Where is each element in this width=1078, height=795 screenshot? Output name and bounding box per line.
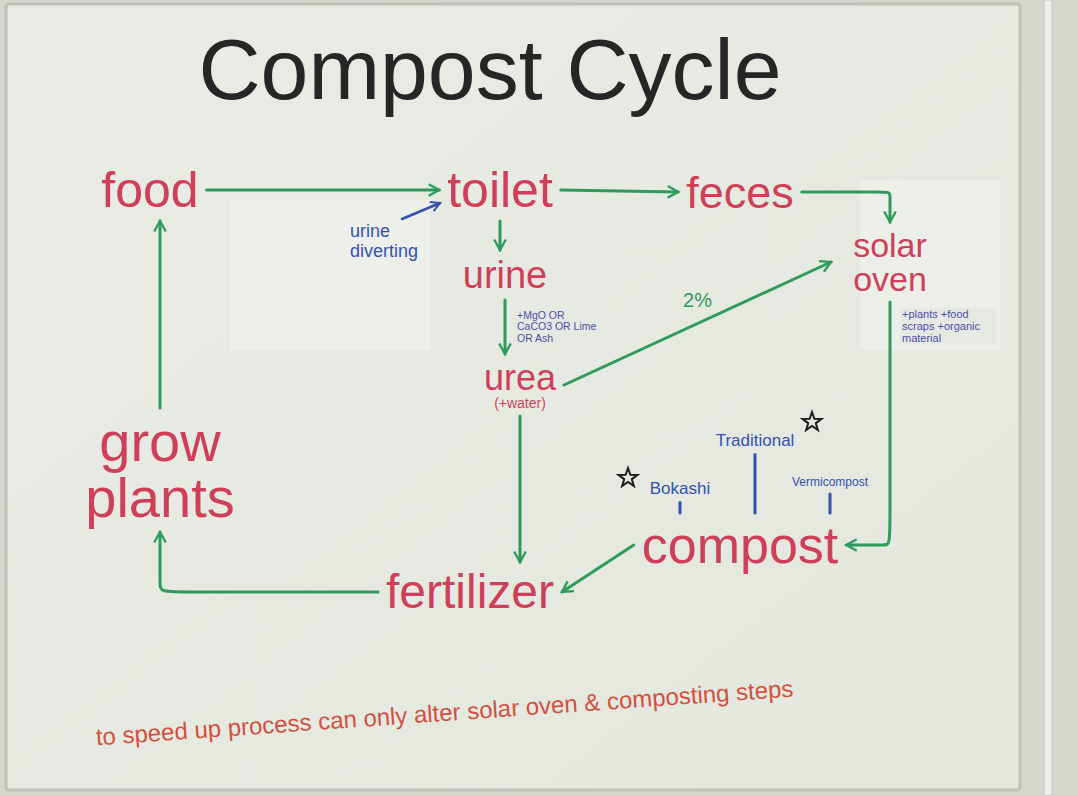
node-text: Bokashi xyxy=(650,480,710,497)
flow-arrow xyxy=(802,192,890,222)
method-line xyxy=(678,503,681,514)
flow-arrow xyxy=(159,221,162,408)
additive-note: +MgO OR CaCO3 OR Lime OR Ash xyxy=(515,310,599,345)
cycle-stage: solar oven xyxy=(835,226,945,298)
node-text: Vermicompost xyxy=(792,476,868,488)
window-reflection xyxy=(230,200,430,350)
node-text: compost xyxy=(642,519,839,571)
node-text: feces xyxy=(686,170,794,215)
flow-arrow xyxy=(504,300,507,354)
annotation: urine diverting xyxy=(350,222,445,262)
node-text: solar oven xyxy=(839,228,941,296)
node-text: fertilizer xyxy=(386,568,554,616)
node-text: urea xyxy=(484,360,556,396)
flow-arrow xyxy=(499,221,502,250)
node-text: grow plants xyxy=(74,414,246,526)
node-text: Traditional xyxy=(716,432,795,449)
additive-note: +plants +food scraps +organic material xyxy=(900,308,996,344)
wall-pipe xyxy=(1044,0,1052,795)
cycle-stage: feces xyxy=(682,168,798,217)
flow-arrow xyxy=(519,416,522,562)
diagram-title: Compost Cycle xyxy=(198,26,781,112)
connector-group xyxy=(160,190,890,592)
method-line xyxy=(829,494,832,513)
compost-method: Vermicompost xyxy=(788,474,872,490)
cycle-stage: urine xyxy=(459,254,552,296)
whiteboard xyxy=(6,4,1020,790)
ratio-label: 2% xyxy=(681,289,714,311)
cycle-stage: urea(+water) xyxy=(480,358,560,412)
flow-arrow xyxy=(207,189,440,192)
flow-arrow xyxy=(160,532,378,592)
node-text: food xyxy=(101,165,198,215)
method-line xyxy=(754,455,757,514)
flow-arrow xyxy=(564,262,831,385)
cycle-stage: food xyxy=(97,163,202,217)
node-text: toilet xyxy=(447,165,553,215)
cycle-stage: compost xyxy=(638,517,843,573)
cycle-stage: grow plants xyxy=(70,412,250,528)
star-mark xyxy=(802,412,821,430)
flow-arrow xyxy=(561,190,678,192)
compost-method: Traditional xyxy=(712,430,799,451)
flow-arrow xyxy=(846,302,890,545)
cycle-stage: fertilizer xyxy=(382,566,558,618)
star-mark xyxy=(618,468,637,486)
leader-arrow xyxy=(402,203,440,219)
compost-method: Bokashi xyxy=(646,478,714,499)
node-subtext: (+water) xyxy=(484,396,556,410)
node-text: urine xyxy=(463,256,548,294)
flow-arrow xyxy=(562,545,634,592)
cycle-stage: toilet xyxy=(443,163,557,217)
